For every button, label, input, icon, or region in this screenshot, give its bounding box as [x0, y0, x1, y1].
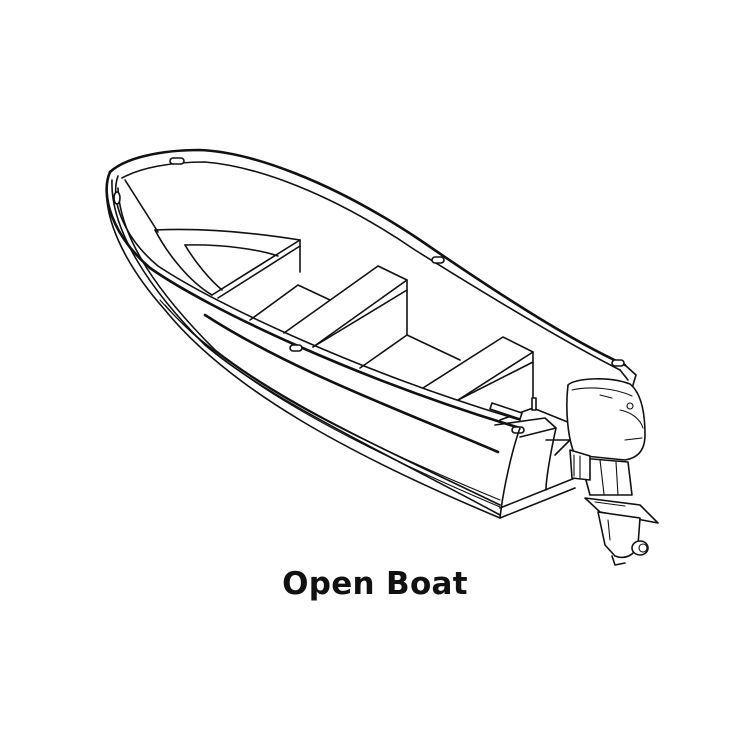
cleat-starboard-stern [611, 359, 625, 367]
rear-deck [489, 397, 557, 438]
cleat-bow [169, 157, 185, 165]
bow-eye [113, 191, 121, 205]
caption-title: Open Boat [282, 566, 468, 602]
cleat-port-mid [289, 344, 303, 352]
tiller-handle [489, 402, 523, 420]
transom [499, 427, 576, 519]
gunwale-rail [105, 148, 637, 454]
cleats [113, 157, 625, 434]
cleat-starboard-mid [431, 256, 445, 264]
outboard-motor [566, 378, 659, 566]
tiller-lever [531, 397, 537, 411]
front-deck [154, 228, 301, 299]
hull-side [105, 175, 501, 519]
